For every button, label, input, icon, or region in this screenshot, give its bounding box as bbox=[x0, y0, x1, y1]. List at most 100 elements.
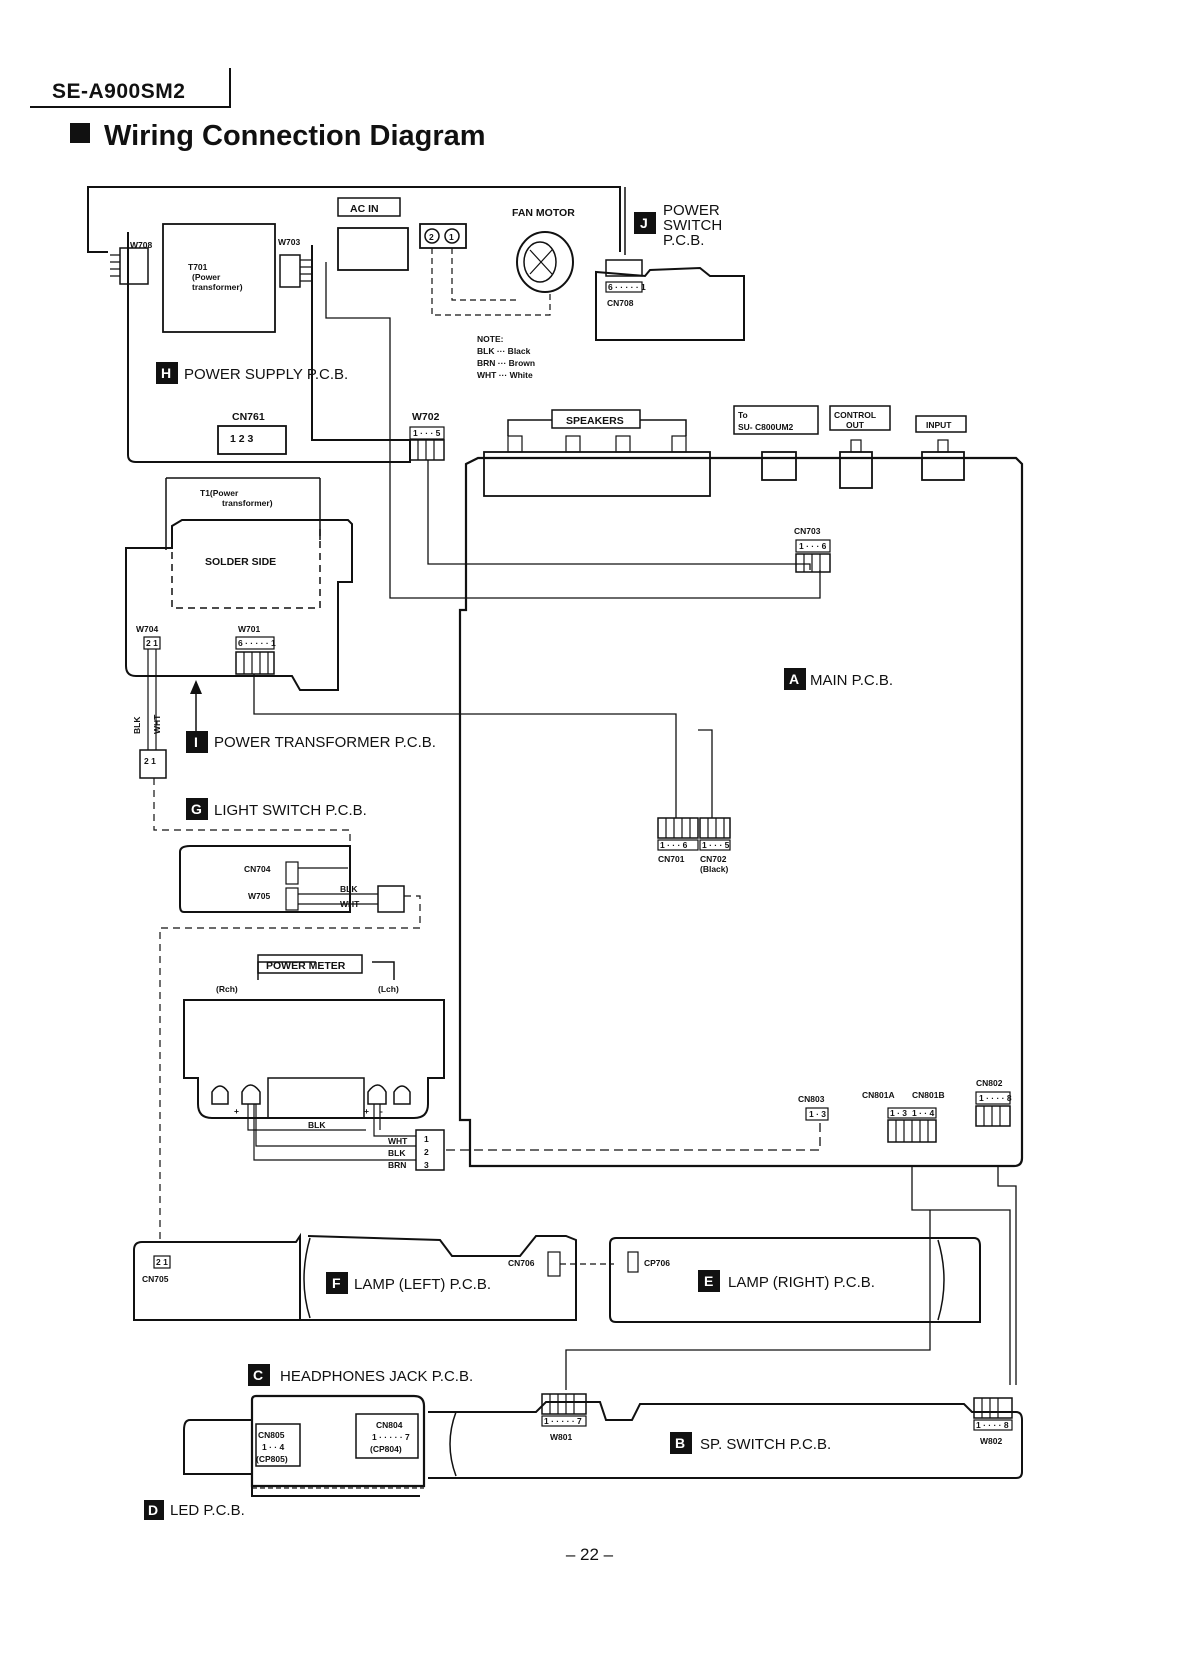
lamp-right-pcb-label: E LAMP (RIGHT) P.C.B. bbox=[698, 1270, 875, 1292]
lamp-right-pcb-outline bbox=[609, 1237, 981, 1323]
svg-text:LAMP (RIGHT) P.C.B.: LAMP (RIGHT) P.C.B. bbox=[728, 1274, 875, 1291]
svg-text:1 · · · · 8: 1 · · · · 8 bbox=[976, 1420, 1009, 1430]
svg-text:OUT: OUT bbox=[846, 420, 865, 430]
svg-text:W704: W704 bbox=[136, 624, 158, 634]
svg-text:BLK: BLK bbox=[388, 1148, 406, 1158]
main-pcb-label: A MAIN P.C.B. bbox=[784, 668, 893, 690]
svg-text:T1(Power: T1(Power bbox=[200, 488, 239, 498]
svg-text:LED P.C.B.: LED P.C.B. bbox=[170, 1502, 245, 1519]
svg-text:W802: W802 bbox=[980, 1436, 1002, 1446]
svg-text:J: J bbox=[640, 215, 648, 231]
power-transformer-pcb-label: I POWER TRANSFORMER P.C.B. bbox=[186, 731, 436, 753]
power-supply-pcb-label: H POWER SUPPLY P.C.B. bbox=[156, 362, 348, 384]
svg-text:1 · · · · 8: 1 · · · · 8 bbox=[979, 1093, 1012, 1103]
svg-text:BLK: BLK bbox=[132, 716, 142, 734]
solder-side-dashed bbox=[171, 528, 321, 609]
t1-label: T1(Power transformer) bbox=[200, 488, 273, 508]
svg-text:CN702: CN702 bbox=[700, 854, 727, 864]
lamp-right-break bbox=[937, 1239, 945, 1321]
svg-text:+: + bbox=[364, 1106, 369, 1116]
svg-text:FAN MOTOR: FAN MOTOR bbox=[512, 207, 575, 219]
svg-text:WHT ··· White: WHT ··· White bbox=[477, 370, 533, 380]
input-jack: INPUT bbox=[915, 415, 967, 481]
svg-text:1 · · · 5: 1 · · · 5 bbox=[413, 428, 441, 438]
to-su-c800um2-jack: To SU- C800UM2 bbox=[733, 405, 819, 481]
svg-text:P.C.B.: P.C.B. bbox=[663, 232, 704, 249]
arrow-head-icon bbox=[190, 680, 202, 694]
svg-text:BLK: BLK bbox=[340, 884, 358, 894]
w701-connector: W701 6 · · · · · 1 bbox=[235, 624, 276, 675]
lamp-left-pcb-label: F LAMP (LEFT) P.C.B. bbox=[326, 1272, 491, 1294]
page-title: Wiring Connection Diagram bbox=[70, 120, 486, 153]
svg-text:A: A bbox=[789, 671, 799, 687]
svg-text:CN701: CN701 bbox=[658, 854, 685, 864]
svg-text:D: D bbox=[148, 1502, 158, 1518]
cn703-connector: CN703 1 · · · 6 bbox=[794, 526, 831, 573]
svg-text:T701: T701 bbox=[188, 262, 208, 272]
svg-text:H: H bbox=[161, 365, 171, 381]
cn804-connector: CN804 1 · · · · · 7 (CP804) bbox=[355, 1413, 419, 1459]
svg-text:6 · · · · · 1: 6 · · · · · 1 bbox=[608, 282, 646, 292]
svg-text:CN706: CN706 bbox=[508, 1258, 535, 1268]
power-meter: POWER METER (Rch) (Lch) + + - BLK WHT BL… bbox=[183, 954, 445, 1171]
svg-text:BRN ··· Brown: BRN ··· Brown bbox=[477, 358, 535, 368]
svg-text:CN803: CN803 bbox=[798, 1094, 825, 1104]
svg-text:W703: W703 bbox=[278, 237, 300, 247]
svg-text:WHT: WHT bbox=[388, 1136, 408, 1146]
power-supply-pcb-outline bbox=[127, 232, 411, 463]
light-switch-pcb-outline bbox=[179, 845, 351, 913]
headphones-jack-pcb-outline bbox=[250, 1394, 426, 1488]
svg-text:WHT: WHT bbox=[152, 714, 162, 734]
svg-text:CN804: CN804 bbox=[376, 1420, 403, 1430]
ac-in-socket: AC IN bbox=[337, 197, 409, 271]
svg-text:MAIN P.C.B.: MAIN P.C.B. bbox=[810, 672, 893, 689]
svg-text:SP. SWITCH P.C.B.: SP. SWITCH P.C.B. bbox=[700, 1436, 831, 1453]
svg-text:1 · · · · · 7: 1 · · · · · 7 bbox=[544, 1416, 582, 1426]
w702-connector: W702 1 · · · 5 bbox=[409, 411, 445, 461]
svg-text:2 1: 2 1 bbox=[144, 756, 156, 766]
internal-wiring bbox=[253, 262, 821, 818]
svg-text:HEADPHONES JACK P.C.B.: HEADPHONES JACK P.C.B. bbox=[280, 1368, 473, 1385]
cn761-connector: CN761 1 2 3 bbox=[217, 411, 287, 455]
svg-text:INPUT: INPUT bbox=[926, 420, 952, 430]
svg-text:CN703: CN703 bbox=[794, 526, 821, 536]
svg-text:transformer): transformer) bbox=[192, 282, 243, 292]
cn708-connector: 6 · · · · · 1 CN708 bbox=[605, 259, 646, 308]
lower-harness bbox=[446, 1120, 1017, 1390]
t1-transformer-box bbox=[165, 477, 321, 550]
svg-text:CONTROL: CONTROL bbox=[834, 410, 876, 420]
cp706-connector: CP706 bbox=[627, 1251, 670, 1273]
svg-text:W701: W701 bbox=[238, 624, 260, 634]
svg-text:SPEAKERS: SPEAKERS bbox=[566, 415, 624, 427]
svg-text:POWER: POWER bbox=[663, 202, 720, 219]
svg-text:To: To bbox=[738, 410, 748, 420]
svg-text:(Black): (Black) bbox=[700, 864, 729, 874]
svg-text:1 · · · 6: 1 · · · 6 bbox=[660, 840, 688, 850]
svg-text:LAMP (LEFT) P.C.B.: LAMP (LEFT) P.C.B. bbox=[354, 1276, 491, 1293]
t701-transformer bbox=[162, 223, 276, 333]
svg-text:(Lch): (Lch) bbox=[378, 984, 399, 994]
t701-label: T701 (Power transformer) bbox=[188, 262, 243, 292]
cn702-connector: 1 · · · 5 CN702 (Black) bbox=[699, 817, 731, 874]
title-bullet-icon bbox=[70, 123, 90, 143]
wire-color-note: NOTE: BLK ··· Black BRN ··· Brown WHT ··… bbox=[477, 334, 535, 380]
svg-text:G: G bbox=[191, 801, 202, 817]
svg-text:CN705: CN705 bbox=[142, 1274, 169, 1284]
jk801-jack: 2 1 bbox=[419, 223, 551, 316]
solder-side-label: SOLDER SIDE bbox=[205, 556, 276, 568]
svg-text:1: 1 bbox=[424, 1134, 429, 1144]
svg-text:6 · · · · · 1: 6 · · · · · 1 bbox=[238, 638, 276, 648]
speakers-terminal: SPEAKERS bbox=[483, 409, 711, 497]
page-number: – 22 – bbox=[565, 1545, 614, 1564]
w703-connector: W703 bbox=[278, 237, 312, 288]
cn803-connector: CN803 1 · 3 bbox=[798, 1094, 829, 1121]
svg-text:CN801A: CN801A bbox=[862, 1090, 895, 1100]
svg-text:BRN: BRN bbox=[388, 1160, 406, 1170]
model-number: SE-A900SM2 bbox=[52, 80, 186, 103]
cn705-connector: 2 1 CN705 bbox=[142, 1255, 171, 1284]
svg-text:CN708: CN708 bbox=[607, 298, 634, 308]
headphones-jack-pcb-label: C HEADPHONES JACK P.C.B. bbox=[248, 1364, 473, 1386]
svg-text:C: C bbox=[253, 1367, 263, 1383]
power-switch-pcb-label: J POWER SWITCH P.C.B. bbox=[634, 202, 722, 249]
svg-text:1 · · · 5: 1 · · · 5 bbox=[702, 840, 730, 850]
